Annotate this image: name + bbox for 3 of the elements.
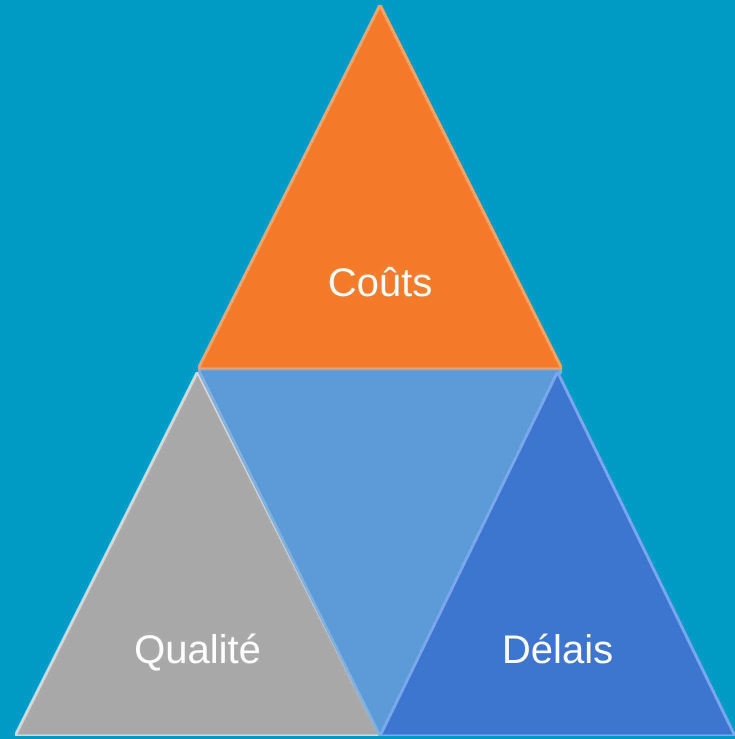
triangle-label: Qualité [134, 627, 261, 673]
triangle-label: Délais [502, 627, 614, 673]
triangle-label: Coûts [328, 260, 432, 306]
